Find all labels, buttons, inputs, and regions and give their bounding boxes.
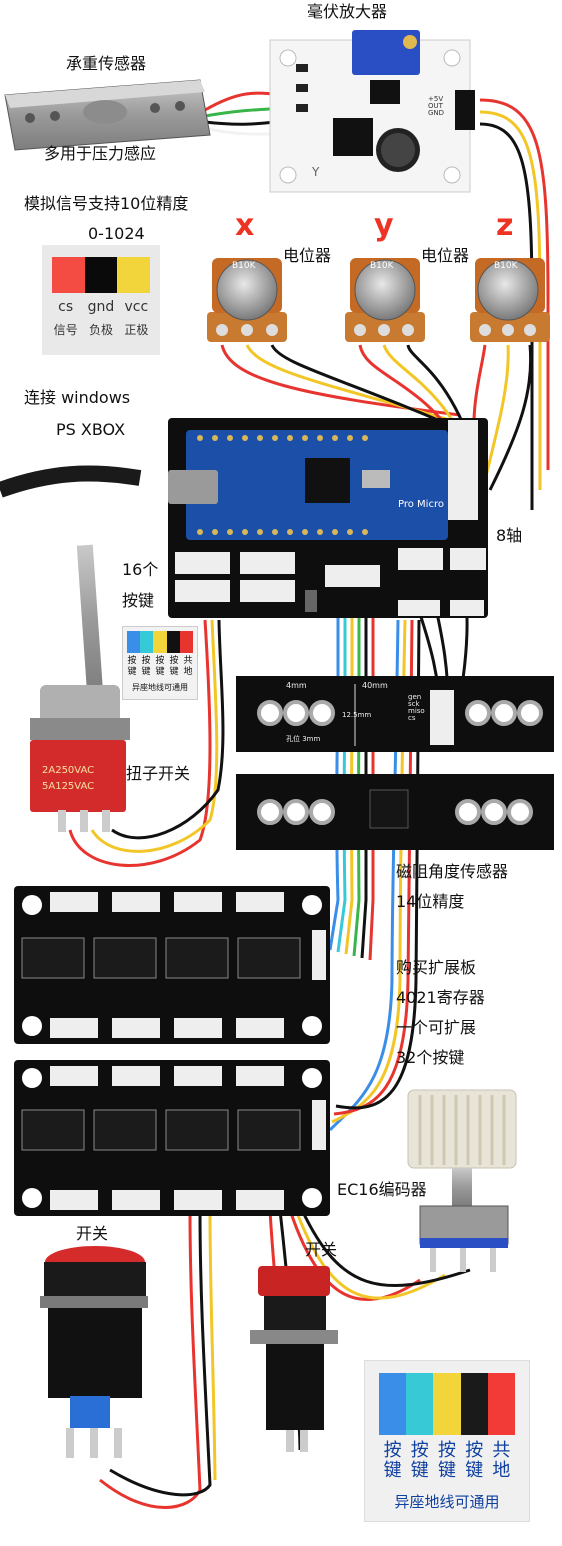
legend-color-swatch [140, 631, 154, 653]
ec16-encoder [407, 1089, 517, 1272]
legend-small-key: 按 键 [155, 656, 165, 677]
legend-analog-name-row: 信号 负极 正极 [48, 315, 154, 338]
toggle-rating-1: 2A250VAC [42, 765, 95, 776]
legend-color-swatch [406, 1373, 434, 1435]
amplifier-board [269, 30, 475, 193]
legend-big-key: 按键 [410, 1440, 429, 1481]
pot-x [207, 258, 287, 342]
legend-color-swatch [487, 1373, 516, 1435]
keys32-label: 32个按键 [396, 1048, 465, 1067]
magnetic-sensor-board-top [236, 676, 554, 752]
legend-small-note: 异座地线可通用 [132, 683, 188, 692]
switch2-label: 开关 [305, 1240, 338, 1259]
legend-color-swatch [153, 631, 167, 653]
amp-y-mark: Y [312, 165, 320, 179]
legend-small-key: 按 键 [141, 656, 151, 677]
pot-y [345, 258, 425, 342]
precision14-label: 14位精度 [396, 892, 465, 911]
legend-color-swatch [179, 631, 194, 653]
legend-small-key: 按 键 [127, 656, 137, 677]
connect-label: 连接 windows [24, 388, 131, 407]
encoder-label: EC16编码器 [337, 1180, 427, 1199]
pot-y-value: B10K [370, 261, 394, 271]
pot-z-value: B10K [494, 261, 518, 271]
toggle-label: 扭子开关 [126, 764, 191, 783]
legend-small-keys: 按 键 按 键 按 键 按 键 共 地 [125, 656, 195, 678]
toggle-switch [30, 544, 130, 832]
wires [0, 91, 550, 1509]
legend-big-colors [379, 1373, 516, 1435]
mag-40mm: 40mm [362, 681, 388, 690]
legend-color-swatch [84, 257, 118, 293]
magnetic-sensor-board-bottom [236, 774, 554, 850]
expansion-board-1 [14, 886, 330, 1044]
switch1-label: 开关 [76, 1224, 109, 1243]
legend-big-note: 异座地线可通用 [394, 1493, 500, 1511]
legend-small-key: 按 键 [169, 656, 179, 677]
legend-analog-colors [52, 257, 151, 293]
legend-pin-vcc: vcc [124, 299, 149, 315]
keys16-label: 16个 [122, 560, 159, 579]
legend-big-key: 按键 [465, 1440, 484, 1481]
expansion-board-2 [14, 1060, 330, 1216]
legend-color-swatch [460, 1373, 488, 1435]
potentiometers [207, 258, 550, 342]
platform-label: PS XBOX [56, 420, 126, 439]
legend-big-keys: 按键 按键 按键 按键 共地 [379, 1441, 515, 1481]
push-switch-small [250, 1266, 338, 1452]
pot-x-value: B10K [232, 261, 256, 271]
pressure-label: 多用于压力感应 [44, 144, 157, 163]
axis-x-label: x [235, 208, 255, 243]
legend-pin-gnd: gnd [87, 299, 115, 315]
reg4021-label: 4021寄存器 [396, 988, 485, 1007]
pot-z [470, 258, 550, 342]
mag-hole: 孔位 3mm [286, 735, 321, 743]
board-name: Pro Micro [398, 499, 444, 510]
amplifier-label: 毫伏放大器 [307, 2, 388, 21]
toggle-rating-2: 5A125VAC [42, 781, 95, 792]
push-switch-large [40, 1246, 148, 1458]
one-ext-label: 一个可扩展 [396, 1018, 477, 1037]
pot1-label: 电位器 [283, 246, 332, 265]
magnetic-label: 磁阻角度传感器 [396, 862, 509, 881]
legend-name-negative: 负极 [88, 323, 113, 337]
legend-small-colors [127, 631, 194, 653]
legend-big-key: 共地 [492, 1440, 511, 1481]
legend-color-swatch [166, 631, 180, 653]
legend-color-swatch [433, 1373, 461, 1435]
buy-ext-label: 购买扩展板 [396, 958, 477, 977]
legend-analog-pins: cs gnd vcc 信号 负极 正极 [42, 245, 160, 355]
legend-big-key: 按键 [383, 1440, 402, 1481]
legend-name-signal: 信号 [53, 323, 78, 337]
mag-125: 12.5mm [342, 711, 372, 719]
keys16b-label: 按键 [122, 591, 155, 610]
axis-z-label: z [496, 208, 514, 243]
legend-keys-large: 按键 按键 按键 按键 共地 异座地线可通用 [364, 1360, 530, 1522]
legend-color-swatch [127, 631, 141, 653]
analog-label: 模拟信号支持10位精度 [24, 194, 189, 213]
mag-4mm: 4mm [286, 681, 307, 690]
legend-analog-pin-row: cs gnd vcc [48, 293, 154, 315]
range-label: 0-1024 [88, 224, 145, 243]
legend-color-swatch [117, 257, 151, 293]
mag-pins: gen sck miso cs [408, 693, 425, 722]
legend-small-key: 共 地 [183, 656, 193, 677]
legend-pin-cs: cs [58, 299, 74, 315]
axis-y-label: y [374, 208, 394, 243]
axis8-label: 8轴 [496, 526, 523, 545]
legend-color-swatch [379, 1373, 407, 1435]
legend-big-key: 按键 [438, 1440, 456, 1481]
amp-pins: +5V OUT GND [428, 95, 445, 117]
load-cell-label: 承重传感器 [66, 54, 147, 73]
pot2-label: 电位器 [421, 246, 470, 265]
legend-keys-small: 按 键 按 键 按 键 按 键 共 地 异座地线可通用 [122, 626, 198, 700]
legend-color-swatch [52, 257, 85, 293]
legend-name-positive: 正极 [124, 323, 149, 337]
main-board [168, 418, 488, 618]
load-cell [4, 79, 211, 151]
